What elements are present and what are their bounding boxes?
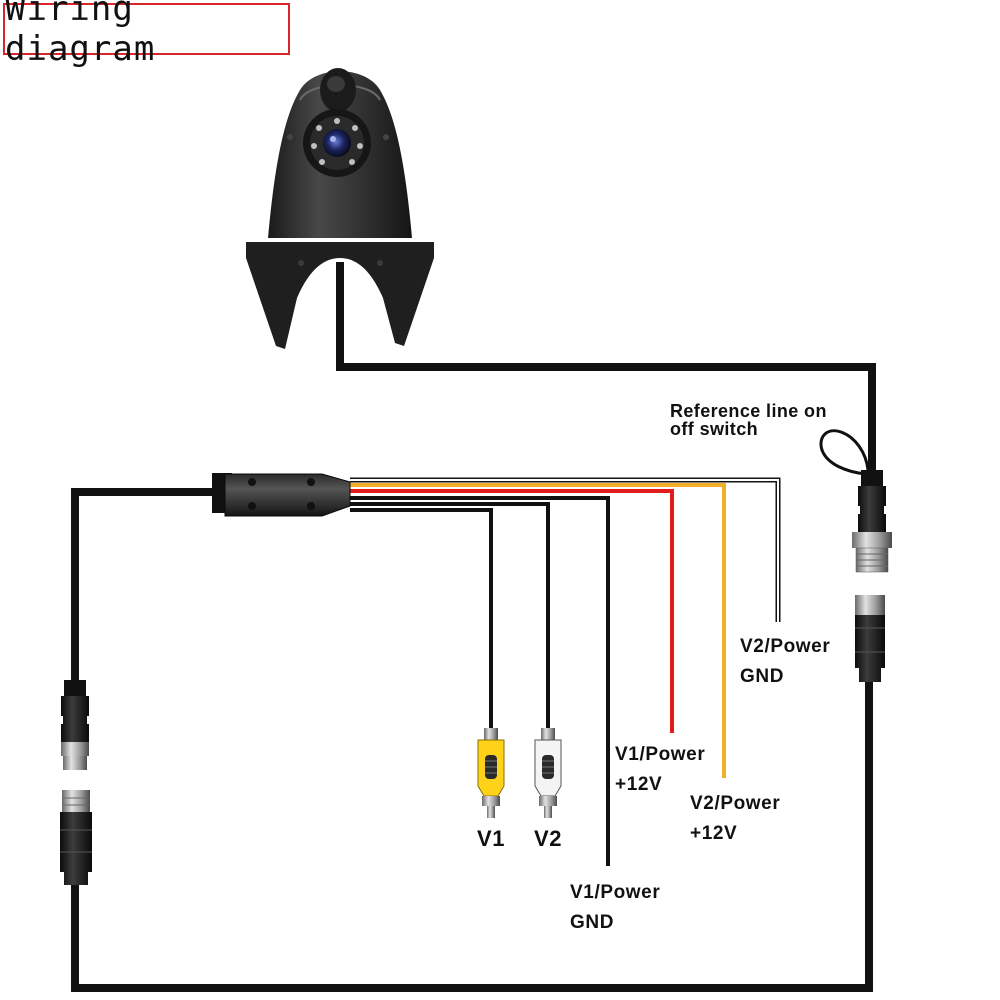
- v1-power-positive-label: V1/Power +12V: [615, 744, 706, 795]
- aviation-connector-icon: [852, 470, 892, 573]
- v2-plug-label: V2: [534, 826, 563, 851]
- aviation-connector-icon: [61, 680, 89, 770]
- red-wire: [350, 489, 674, 733]
- camera-cable: [336, 262, 876, 478]
- reference-line-label: Reference line on off switch: [670, 401, 827, 439]
- title-box: Wiring diagram: [3, 0, 290, 69]
- v1-plug-label: V1: [477, 826, 506, 851]
- v2-video-wire: [350, 502, 550, 730]
- cable-left-top: [71, 488, 215, 688]
- cable-bottom-loop: [71, 680, 873, 992]
- v2-power-positive-label: V2/Power +12V: [690, 793, 781, 844]
- rca-plug-icon: [534, 728, 562, 818]
- white-wire: [350, 479, 779, 622]
- aviation-connector-icon: [60, 790, 92, 885]
- black-gnd-wire: [350, 496, 610, 866]
- v1-video-wire: [350, 508, 493, 730]
- page-title: Wiring diagram: [5, 0, 156, 69]
- roof-camera-icon: [246, 68, 434, 349]
- rca-plug-icon: [477, 728, 505, 818]
- v2-power-gnd-label: V2/Power GND: [740, 636, 831, 687]
- v1-power-gnd-label: V1/Power GND: [570, 882, 661, 933]
- yellow-wire: [350, 483, 726, 778]
- aviation-connector-icon: [855, 595, 885, 682]
- junction-block: [212, 473, 351, 517]
- white-wire-outline: [350, 477, 781, 622]
- reference-line-loop: [819, 429, 870, 476]
